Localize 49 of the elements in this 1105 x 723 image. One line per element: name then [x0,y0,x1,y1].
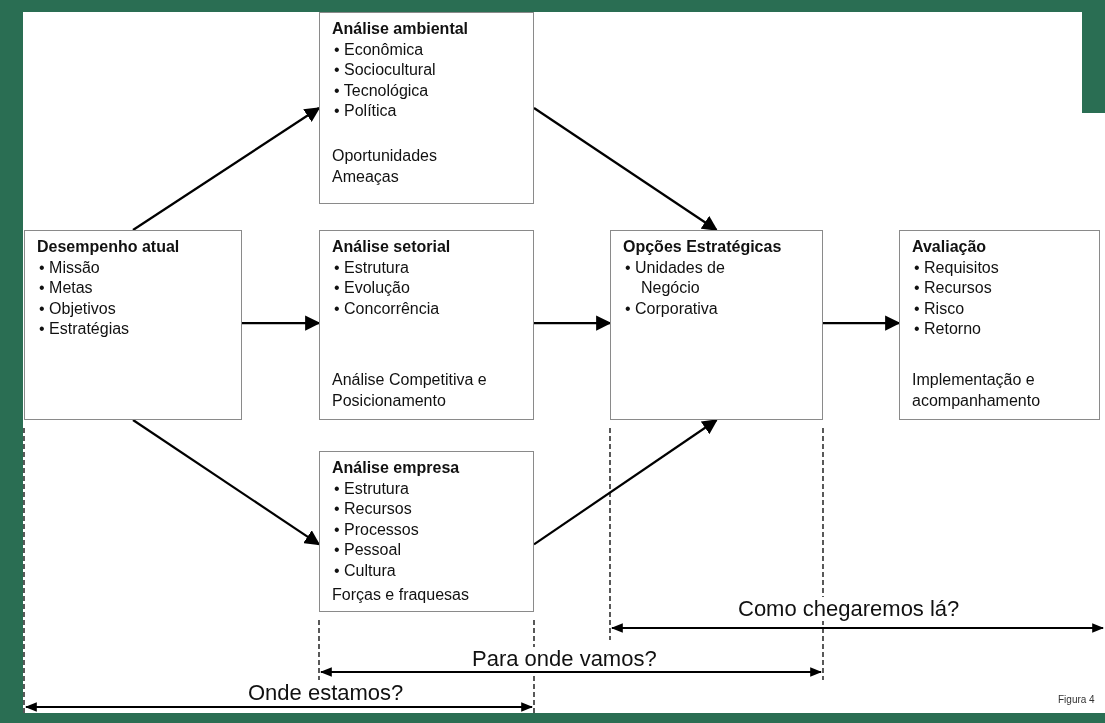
box-heading: Desempenho atual [37,237,181,257]
box-heading: Avaliação [912,237,988,257]
bullet-item: • Corporativa [625,298,719,319]
bullet-item: • Econômica [334,39,425,60]
process-box [319,12,534,204]
arrow [132,107,321,231]
bullet-item: • Sociocultural [334,60,437,80]
box-heading: Opções Estratégicas [623,237,783,257]
figure-label: Figura 4 [1058,694,1095,705]
arrow [533,419,718,546]
process-box [319,451,534,612]
dimension-label: Para onde vamos? [472,647,657,671]
bullet-item: • Tecnológica [334,80,430,101]
bullet-item: • Estrutura [334,257,410,278]
dimension-label: Como chegaremos lá? [738,597,960,621]
bullet-item: • Cultura [334,560,397,581]
process-box [319,230,534,420]
box-note: Oportunidades [332,146,438,166]
bullet-item: • Política [334,101,398,121]
bullet-item: • Processos [334,519,420,540]
box-heading: Análise ambiental [332,19,470,39]
bullet-item: • Concorrência [334,298,441,319]
box-heading: Análise setorial [332,237,452,257]
process-box [24,230,242,420]
process-box [610,230,823,420]
bullet-item: • Requisitos [914,257,1000,278]
bullet-item: • Evolução [334,278,411,298]
box-note: Análise Competitiva e Posicionamento [332,370,488,411]
bullet-item: • Metas [39,278,94,298]
arrow [534,315,612,331]
arrow [533,107,718,231]
bullet-item: • Estratégias [39,319,131,339]
arrow [823,315,901,331]
process-box [899,230,1100,420]
box-note: Implementação e acompanhamento [912,370,1042,411]
bullet-item: • Pessoal [334,540,402,560]
bullet-item: • Estrutura [334,478,410,499]
bullet-item: • Retorno [914,319,982,339]
bullet-item: • Recursos [334,499,413,519]
bullet-item: • Unidades de Negócio [625,257,726,298]
arrow [132,419,321,546]
box-heading: Análise empresa [332,458,461,478]
bullet-item: • Recursos [914,278,993,298]
bullet-item: • Risco [914,298,966,319]
arrow [242,315,321,331]
box-note: Forças e fraquesas [332,584,470,605]
bullet-item: • Missão [39,257,101,278]
box-note: Ameaças [332,166,400,187]
bullet-item: • Objetivos [39,298,117,319]
